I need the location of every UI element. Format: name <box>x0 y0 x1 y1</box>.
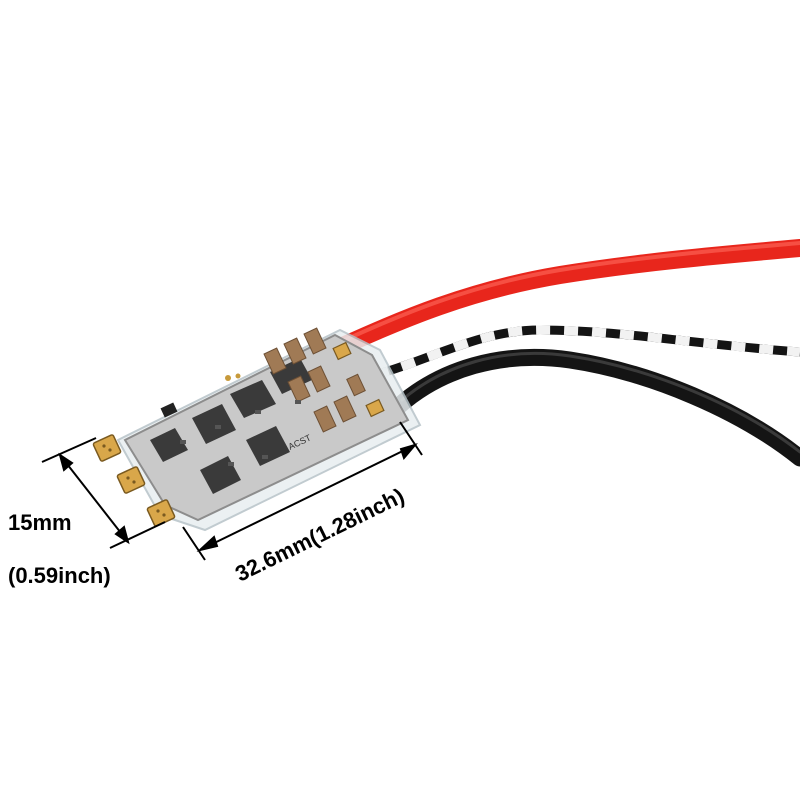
length-dimension <box>182 421 423 561</box>
width-dimension <box>41 437 166 549</box>
motor-pad-3 <box>146 499 176 527</box>
black-power-wire <box>391 349 800 467</box>
red-power-wire <box>336 239 800 354</box>
width-label-mm: 15mm <box>8 510 72 535</box>
red-wire-highlight <box>343 241 800 342</box>
power-solder-pads <box>332 341 385 418</box>
capacitors <box>263 327 366 433</box>
motor-pad-1 <box>92 434 122 462</box>
motor-pad-2 <box>116 466 146 494</box>
smd-components <box>160 373 301 466</box>
black-wire-highlight <box>400 352 800 454</box>
signal-wire-white <box>373 325 800 380</box>
motor-pad-holes <box>102 444 166 517</box>
width-label-inch: (0.59inch) <box>8 563 111 588</box>
motor-solder-pads <box>92 434 176 527</box>
